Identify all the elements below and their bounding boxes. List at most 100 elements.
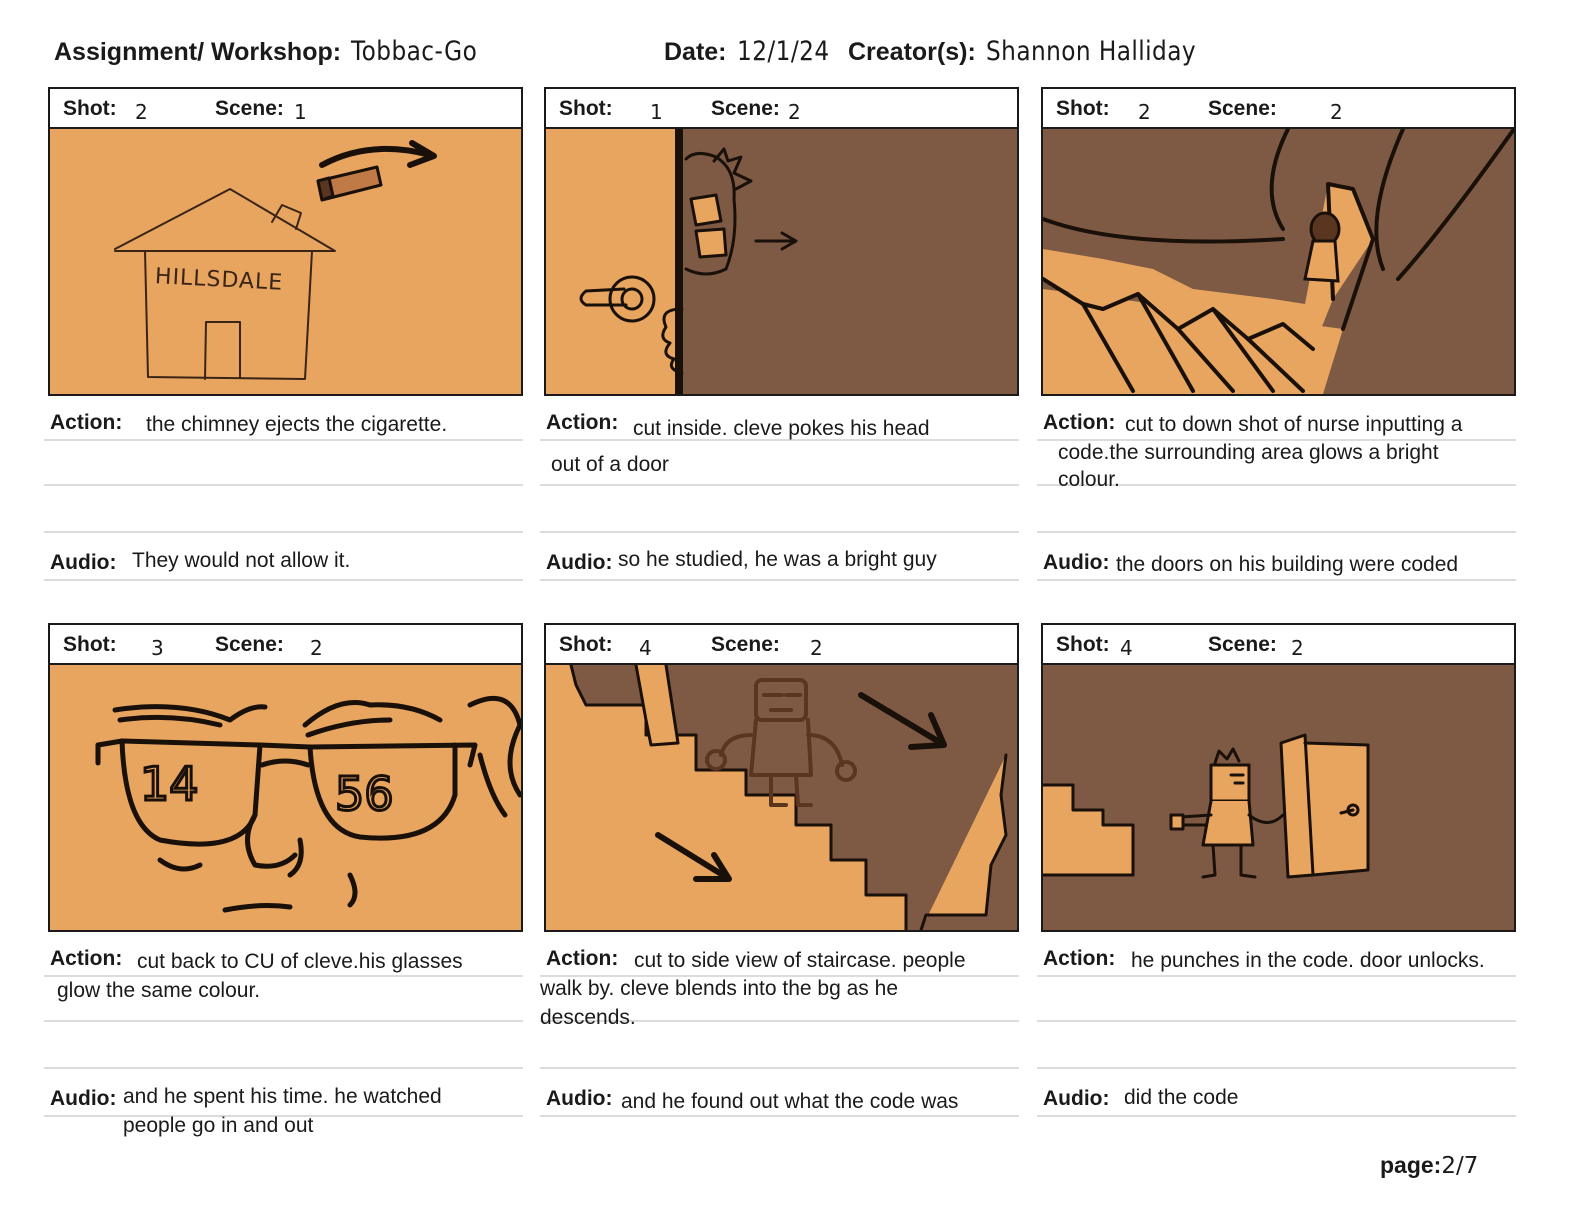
action-label: Action: <box>546 947 619 970</box>
storyboard-panel-3: Shot: 2 Scene: 2 <box>1037 87 1516 621</box>
scene-label: Scene: <box>711 633 780 656</box>
audio-line-1: the doors on his building were coded <box>1116 553 1459 576</box>
sketch-punching-code <box>1043 733 1370 879</box>
assignment-value: Tobbac-Go <box>351 36 478 67</box>
sketch-sign-text: HILLSDALE <box>154 264 283 296</box>
date-value: 12/1/24 <box>736 36 830 67</box>
notes-area: Action: cut inside. cleve pokes his head… <box>540 396 1019 621</box>
action-line-1: cut to down shot of nurse inputting a <box>1125 413 1463 436</box>
action-line-1: cut inside. cleve pokes his head <box>633 417 930 440</box>
scene-label: Scene: <box>1208 633 1277 656</box>
audio-line-1: and he found out what the code was <box>621 1090 959 1113</box>
action-label: Action: <box>1043 411 1116 434</box>
shot-label: Shot: <box>63 633 117 656</box>
scene-label: Scene: <box>215 97 284 120</box>
action-line-2: glow the same colour. <box>57 979 261 1002</box>
notes-area: Action: cut to down shot of nurse inputt… <box>1037 396 1516 621</box>
audio-line-1: so he studied, he was a bright guy <box>618 548 937 571</box>
sketch-frame <box>1041 663 1516 932</box>
shot-bar: Shot: 3 Scene: 2 <box>48 623 523 663</box>
action-label: Action: <box>546 411 619 434</box>
sketch-house-chimney: HILLSDALE <box>114 140 437 380</box>
scene-label: Scene: <box>215 633 284 656</box>
audio-label: Audio: <box>50 1087 117 1110</box>
page-number: page:2/7 <box>1380 1152 1478 1179</box>
action-line-2: walk by. cleve blends into the bg as he <box>540 977 898 1000</box>
header-creator: Creator(s): Shannon Halliday <box>848 36 1230 76</box>
audio-line-1: and he spent his time. he watched <box>123 1085 442 1108</box>
audio-label: Audio: <box>1043 1087 1110 1110</box>
action-line-1: he punches in the code. door unlocks. <box>1131 949 1485 972</box>
page-label: page: <box>1380 1152 1442 1178</box>
action-line-1: the chimney ejects the cigarette. <box>146 413 448 436</box>
sketch-glasses-right-text: 56 <box>335 767 394 821</box>
shot-number: 4 <box>1120 636 1133 660</box>
shot-label: Shot: <box>1056 97 1110 120</box>
action-line-3: colour. <box>1058 468 1120 491</box>
shot-label: Shot: <box>559 633 613 656</box>
shot-bar: Shot: 2 Scene: 1 <box>48 87 523 127</box>
shot-bar: Shot: 4 Scene: 2 <box>544 623 1019 663</box>
audio-label: Audio: <box>546 551 613 574</box>
sketch-glasses-left-text: 14 <box>140 757 199 811</box>
sketch-glasses-closeup: 14 56 <box>95 695 521 913</box>
action-label: Action: <box>50 411 123 434</box>
scene-number: 2 <box>1330 100 1343 124</box>
shot-label: Shot: <box>1056 633 1110 656</box>
date-label: Date: <box>664 38 727 66</box>
header-assignment: Assignment/ Workshop: Tobbac-Go <box>54 36 498 76</box>
audio-line-1: They would not allow it. <box>132 549 351 572</box>
notes-area: Action: cut to side view of staircase. p… <box>540 932 1019 1157</box>
creator-value: Shannon Halliday <box>985 36 1196 67</box>
sketch-frame: 14 56 <box>48 663 523 932</box>
action-line-1: cut to side view of staircase. people <box>634 949 966 972</box>
header-date: Date: 12/1/24 <box>664 36 840 76</box>
shot-label: Shot: <box>63 97 117 120</box>
shot-bar: Shot: 1 Scene: 2 <box>544 87 1019 127</box>
storyboard-panel-4: Shot: 3 Scene: 2 <box>44 623 523 1157</box>
shot-number: 3 <box>151 636 164 660</box>
creator-label: Creator(s): <box>848 38 976 66</box>
storyboard-panel-6: Shot: 4 Scene: 2 <box>1037 623 1516 1157</box>
scene-number: 2 <box>788 100 801 124</box>
shot-label: Shot: <box>559 97 613 120</box>
notes-area: Action: cut back to CU of cleve.his glas… <box>44 932 523 1157</box>
shot-bar: Shot: 2 Scene: 2 <box>1041 87 1516 127</box>
sketch-down-staircase <box>1043 129 1514 394</box>
scene-number: 1 <box>294 100 307 124</box>
shot-number: 2 <box>1138 100 1151 124</box>
audio-label: Audio: <box>546 1087 613 1110</box>
sketch-frame <box>544 127 1019 396</box>
scene-label: Scene: <box>1208 97 1277 120</box>
action-line-1: cut back to CU of cleve.his glasses <box>137 950 463 973</box>
scene-number: 2 <box>310 636 323 660</box>
scene-number: 2 <box>1291 636 1304 660</box>
audio-line-1: did the code <box>1124 1086 1239 1109</box>
sketch-door-peek <box>579 129 1017 394</box>
sketch-frame <box>1041 127 1516 396</box>
scene-label: Scene: <box>711 97 780 120</box>
assignment-label: Assignment/ Workshop: <box>54 38 342 66</box>
notes-area: Action: he punches in the code. door unl… <box>1037 932 1516 1157</box>
storyboard-panel-1: Shot: 2 Scene: 1 HILLSDALE Action: <box>44 87 523 621</box>
shot-number: 2 <box>135 100 148 124</box>
action-line-2: out of a door <box>551 453 669 476</box>
shot-number: 4 <box>639 636 652 660</box>
sketch-frame: HILLSDALE <box>48 127 523 396</box>
action-label: Action: <box>1043 947 1116 970</box>
scene-number: 2 <box>810 636 823 660</box>
page-value: 2/7 <box>1441 1153 1479 1179</box>
shot-number: 1 <box>650 100 663 124</box>
storyboard-panel-5: Shot: 4 Scene: 2 <box>540 623 1019 1157</box>
sketch-frame <box>544 663 1019 932</box>
audio-label: Audio: <box>1043 551 1110 574</box>
action-line-2: code.the surrounding area glows a bright <box>1058 441 1439 464</box>
action-label: Action: <box>50 947 123 970</box>
shot-bar: Shot: 4 Scene: 2 <box>1041 623 1516 663</box>
sketch-side-staircase <box>569 665 1017 930</box>
action-line-3: descends. <box>540 1006 636 1029</box>
notes-area: Action: the chimney ejects the cigarette… <box>44 396 523 621</box>
storyboard-panel-2: Shot: 1 Scene: 2 Actio <box>540 87 1019 621</box>
audio-line-2: people go in and out <box>123 1114 314 1137</box>
audio-label: Audio: <box>50 551 117 574</box>
